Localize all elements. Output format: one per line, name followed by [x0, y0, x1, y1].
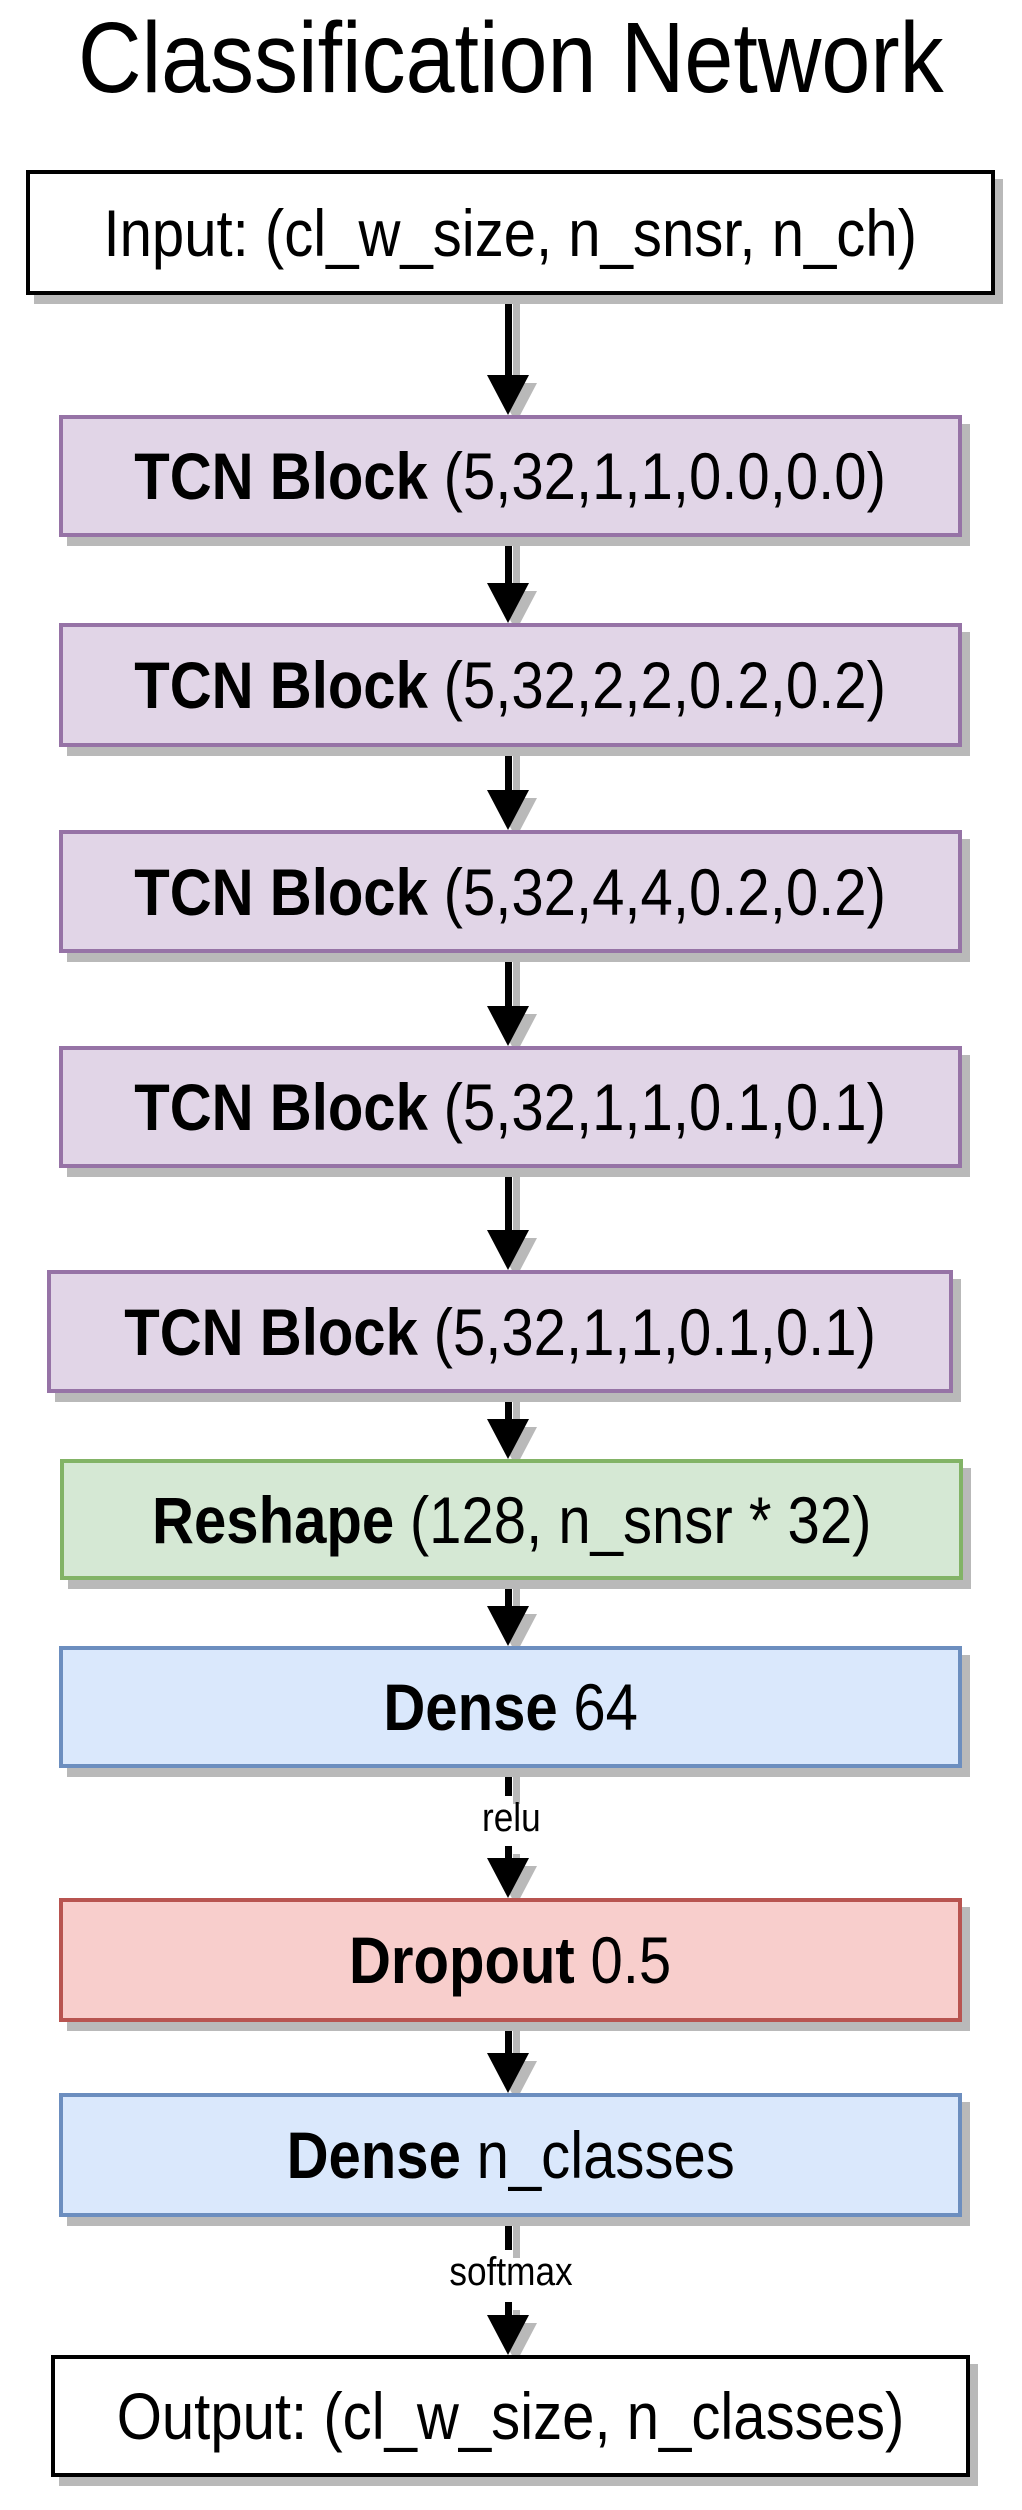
- node-label-bold: TCN Block: [134, 439, 429, 513]
- flow-arrow-dropout-dense2: [487, 2022, 529, 2093]
- node-label-params: (5,32,1,1,0.0,0.0): [443, 439, 887, 513]
- tcn-block-3-node: TCN Block(5,32,4,4,0.2,0.2): [59, 830, 962, 953]
- arrow-shaft: [504, 1846, 512, 1858]
- arrow-shaft: [504, 747, 512, 794]
- flow-arrow-input-tcn1: [487, 295, 529, 415]
- arrow-shaft: [504, 537, 512, 587]
- arrowhead-icon: [487, 375, 529, 415]
- diagram-title-text: Classification Network: [78, 2, 944, 114]
- arrow-shaft: [504, 2302, 512, 2315]
- node-label-params: (5,32,1,1,0.1,0.1): [433, 1294, 876, 1369]
- node-label-bold: TCN Block: [134, 1070, 429, 1144]
- arrowhead-icon: [487, 1419, 529, 1459]
- tcn-block-2-node: TCN Block(5,32,2,2,0.2,0.2): [59, 623, 962, 747]
- node-label: TCN Block(5,32,2,2,0.2,0.2): [135, 652, 887, 718]
- node-label: TCN Block(5,32,4,4,0.2,0.2): [135, 859, 887, 925]
- node-label: Input: (cl_w_size, n_snsr, n_ch): [103, 195, 918, 270]
- softmax-edge-label: softmax: [0, 2250, 1022, 2294]
- output-node: Output: (cl_w_size, n_classes): [51, 2355, 970, 2477]
- flow-arrow-tcn2-tcn3: [487, 747, 529, 830]
- arrowhead-icon: [487, 1858, 529, 1898]
- arrowhead-icon: [487, 2053, 529, 2093]
- node-label: TCN Block(5,32,1,1,0.0,0.0): [135, 443, 887, 509]
- arrowhead-icon: [487, 1006, 529, 1046]
- flow-arrow-dense2-output: [487, 2217, 529, 2355]
- node-label-bold: TCN Block: [134, 648, 429, 722]
- softmax-label: softmax: [449, 2250, 573, 2294]
- node-label-bold: Dense: [286, 2118, 461, 2192]
- node-label-params: n_classes: [476, 2118, 735, 2192]
- arrowhead-icon: [487, 1230, 529, 1270]
- flow-arrow-reshape-dense1: [487, 1580, 529, 1646]
- node-label-bold: Reshape: [151, 1482, 394, 1557]
- node-label-params: (5,32,1,1,0.1,0.1): [443, 1070, 887, 1144]
- node-label: TCN Block(5,32,1,1,0.1,0.1): [135, 1074, 887, 1140]
- node-label-params: (128, n_snsr * 32): [409, 1482, 872, 1557]
- flow-arrow-dense1-dropout: [487, 1768, 529, 1898]
- arrow-shaft: [504, 953, 512, 1010]
- relu-label: relu: [481, 1796, 541, 1840]
- arrowhead-icon: [487, 583, 529, 623]
- arrowhead-icon: [487, 2315, 529, 2355]
- node-label-params: (5,32,2,2,0.2,0.2): [443, 648, 887, 722]
- arrow-shaft: [504, 2217, 512, 2250]
- arrowhead-icon: [487, 790, 529, 830]
- tcn-block-1-node: TCN Block(5,32,1,1,0.0,0.0): [59, 415, 962, 537]
- reshape-node: Reshape(128, n_snsr * 32): [60, 1459, 963, 1580]
- input-node: Input: (cl_w_size, n_snsr, n_ch): [26, 170, 995, 295]
- node-label-params: (5,32,4,4,0.2,0.2): [443, 854, 887, 929]
- diagram-title: Classification Network: [0, 6, 1022, 111]
- arrow-shaft: [504, 1168, 512, 1234]
- tcn-block-5-node: TCN Block(5,32,1,1,0.1,0.1): [47, 1270, 953, 1393]
- arrow-shaft: [504, 1580, 512, 1610]
- flow-arrow-tcn3-tcn4: [487, 953, 529, 1046]
- arrow-shaft: [504, 295, 512, 379]
- node-label-params: 64: [573, 1670, 638, 1744]
- node-label-params: 0.5: [590, 1923, 672, 1997]
- arrow-shaft: [504, 1393, 512, 1423]
- arrowhead-icon: [487, 1606, 529, 1646]
- node-label-bold: TCN Block: [134, 854, 429, 929]
- flow-arrow-tcn5-reshape: [487, 1393, 529, 1459]
- node-label: Reshape(128, n_snsr * 32): [152, 1487, 871, 1553]
- flow-arrow-tcn1-tcn2: [487, 537, 529, 623]
- arrow-shaft: [504, 2022, 512, 2057]
- node-label-bold: Dense: [383, 1670, 558, 1744]
- relu-edge-label: relu: [0, 1796, 1022, 1840]
- arrow-shaft: [504, 1768, 512, 1796]
- node-label-bold: Dropout: [349, 1923, 576, 1997]
- node-label-bold: TCN Block: [124, 1294, 418, 1369]
- node-label: TCN Block(5,32,1,1,0.1,0.1): [124, 1299, 876, 1365]
- flow-arrow-tcn4-tcn5: [487, 1168, 529, 1270]
- tcn-block-4-node: TCN Block(5,32,1,1,0.1,0.1): [59, 1046, 962, 1168]
- node-label: Output: (cl_w_size, n_classes): [116, 2379, 905, 2453]
